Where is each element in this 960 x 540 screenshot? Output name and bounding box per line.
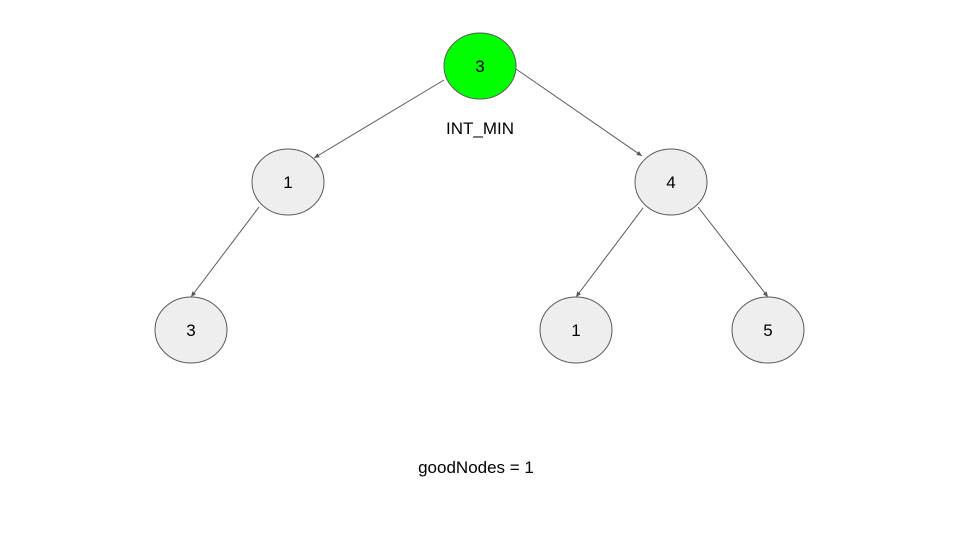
tree-node-right-right: 5	[731, 296, 805, 364]
tree-node-root: 3	[443, 32, 517, 100]
good-nodes-counter: goodNodes = 1	[418, 458, 534, 477]
tree-node-right: 4	[634, 148, 708, 216]
node-left-left-circle	[154, 296, 228, 364]
node-right-value: 4	[666, 173, 675, 192]
node-right-right-circle	[731, 296, 805, 364]
tree-edges	[190, 68, 769, 298]
node-right-circle	[634, 148, 708, 216]
node-right-right-value: 5	[763, 321, 772, 340]
node-root-value: 3	[475, 57, 484, 76]
node-right-left-value: 1	[571, 321, 580, 340]
node-right-left-circle	[539, 296, 613, 364]
node-left-value: 1	[283, 173, 292, 192]
edge-root-to-left	[313, 79, 445, 159]
tree-node-right-left: 1	[539, 296, 613, 364]
node-left-circle	[251, 148, 325, 216]
edge-left-to-left-left	[190, 206, 260, 298]
root-max-label: INT_MIN	[446, 119, 514, 138]
tree-node-left: 1	[251, 148, 325, 216]
edge-right-to-right-right	[697, 206, 769, 298]
edge-root-to-right	[515, 68, 643, 157]
tree-node-left-left: 3	[154, 296, 228, 364]
edge-right-to-right-left	[575, 207, 644, 298]
node-left-left-value: 3	[186, 321, 195, 340]
node-root-circle	[443, 32, 517, 100]
